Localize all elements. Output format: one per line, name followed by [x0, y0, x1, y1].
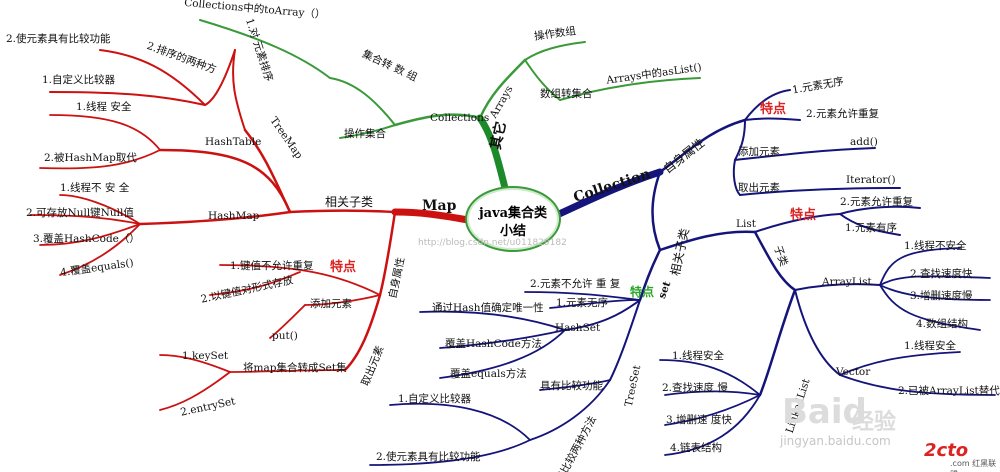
- center-subtitle: 小结: [499, 224, 526, 239]
- collection-get: 取出元素: [738, 182, 780, 194]
- hashtable-2: 2.被HashMap取代: [44, 152, 137, 164]
- map-put: put(): [272, 330, 298, 342]
- baidu-watermark: Baid: [782, 392, 867, 432]
- branch-other: [476, 114, 509, 192]
- treeset-way-2: 2.使元素具有比较功能: [376, 451, 481, 463]
- hashmap-1: 1.线程不 安 全: [60, 182, 130, 194]
- array-to-set-node: 数组转集合: [540, 88, 593, 100]
- branch-map: [391, 208, 472, 224]
- collection-feature-label: 特点: [760, 102, 787, 117]
- collection-add: 添加元素: [738, 146, 780, 158]
- list-node: List: [736, 218, 756, 230]
- vector-2: 2.已被ArrayList替代: [898, 385, 1000, 397]
- hashmap-3: 3.覆盖HashCode（）: [33, 233, 140, 245]
- hashtable-1: 1.线程 安全: [76, 101, 132, 113]
- vector-1: 1.线程安全: [904, 340, 957, 352]
- op-set-node: 操作集合: [344, 128, 386, 140]
- arraylist-4: 4.数组结构: [916, 318, 969, 330]
- hashtable-node: HashTable: [205, 136, 262, 148]
- site-logo-sub: .com 红黑联盟: [950, 459, 997, 472]
- hashmap-node: HashMap: [208, 210, 260, 222]
- center-node: java集合类 小结: [465, 186, 561, 252]
- hashset-node: HashSet: [555, 322, 601, 334]
- map-title: Map: [422, 198, 457, 214]
- list-feature-2: 2.元素允许重复: [840, 196, 914, 208]
- vector-node: Vector: [836, 366, 871, 378]
- collections-node: Collections: [430, 112, 490, 124]
- hashmap-2: 2.可存放Null键Null值: [26, 207, 134, 219]
- blog-watermark: http://blog.csdn.net/u011829182: [418, 238, 567, 248]
- hashset-1: 通过Hash值确定唯一性: [432, 302, 544, 314]
- list-feature-label: 特点: [790, 208, 817, 223]
- collection-add-method: add(): [850, 136, 878, 148]
- hashset-3: 覆盖equals方法: [450, 368, 527, 380]
- collection-get-method: Iterator(): [846, 174, 896, 186]
- set-feature-label: 特点: [630, 285, 655, 299]
- site-logo: 2cto: [924, 440, 969, 461]
- arraylist-1: 1.线程不安全: [904, 240, 967, 252]
- list-feature-1: 1.元素有序: [845, 222, 898, 234]
- set-feature-1: 1.元素无序: [556, 297, 609, 309]
- linkedlist-4: 4.链表结构: [670, 442, 723, 454]
- hashset-2: 覆盖HashCode方法: [445, 338, 542, 350]
- linkedlist-2: 2.查找速度 慢: [662, 382, 728, 394]
- jingyan-url-watermark: jingyan.baidu.com: [780, 434, 891, 448]
- treemap-sort-1: 1.自定义比较器: [42, 74, 116, 86]
- arraylist-node: ArrayList: [822, 276, 872, 288]
- branch-collection: [553, 168, 664, 219]
- map-feature-1: 1.键值不允许重复: [230, 260, 314, 272]
- arraylist-2: 2.查找速度快: [910, 268, 973, 280]
- map-feature-label: 特点: [330, 260, 357, 275]
- treeset-compare: 具有比较功能: [540, 380, 603, 392]
- linkedlist-3: 3.增删速 度快: [666, 414, 732, 426]
- jingyan-watermark: 经验: [852, 410, 897, 435]
- linkedlist-1: 1.线程安全: [672, 350, 725, 362]
- arraylist-3: 3.增删速度慢: [910, 290, 973, 302]
- map-keyset: 1.keySet: [182, 350, 229, 362]
- center-title: java集合类: [478, 206, 548, 221]
- map-subclasses: 相关子类: [325, 195, 374, 209]
- treemap-sort-2: 2.使元素具有比较功能: [6, 33, 111, 45]
- map-add: 添加元素: [310, 298, 352, 310]
- map-to-set: 将map集合转成Set集: [243, 362, 347, 374]
- treeset-way-1: 1.自定义比较器: [398, 393, 472, 405]
- collection-feature-2: 2.元素允许重复: [806, 108, 880, 120]
- set-feature-2: 2.元素不允许 重 复: [530, 278, 621, 290]
